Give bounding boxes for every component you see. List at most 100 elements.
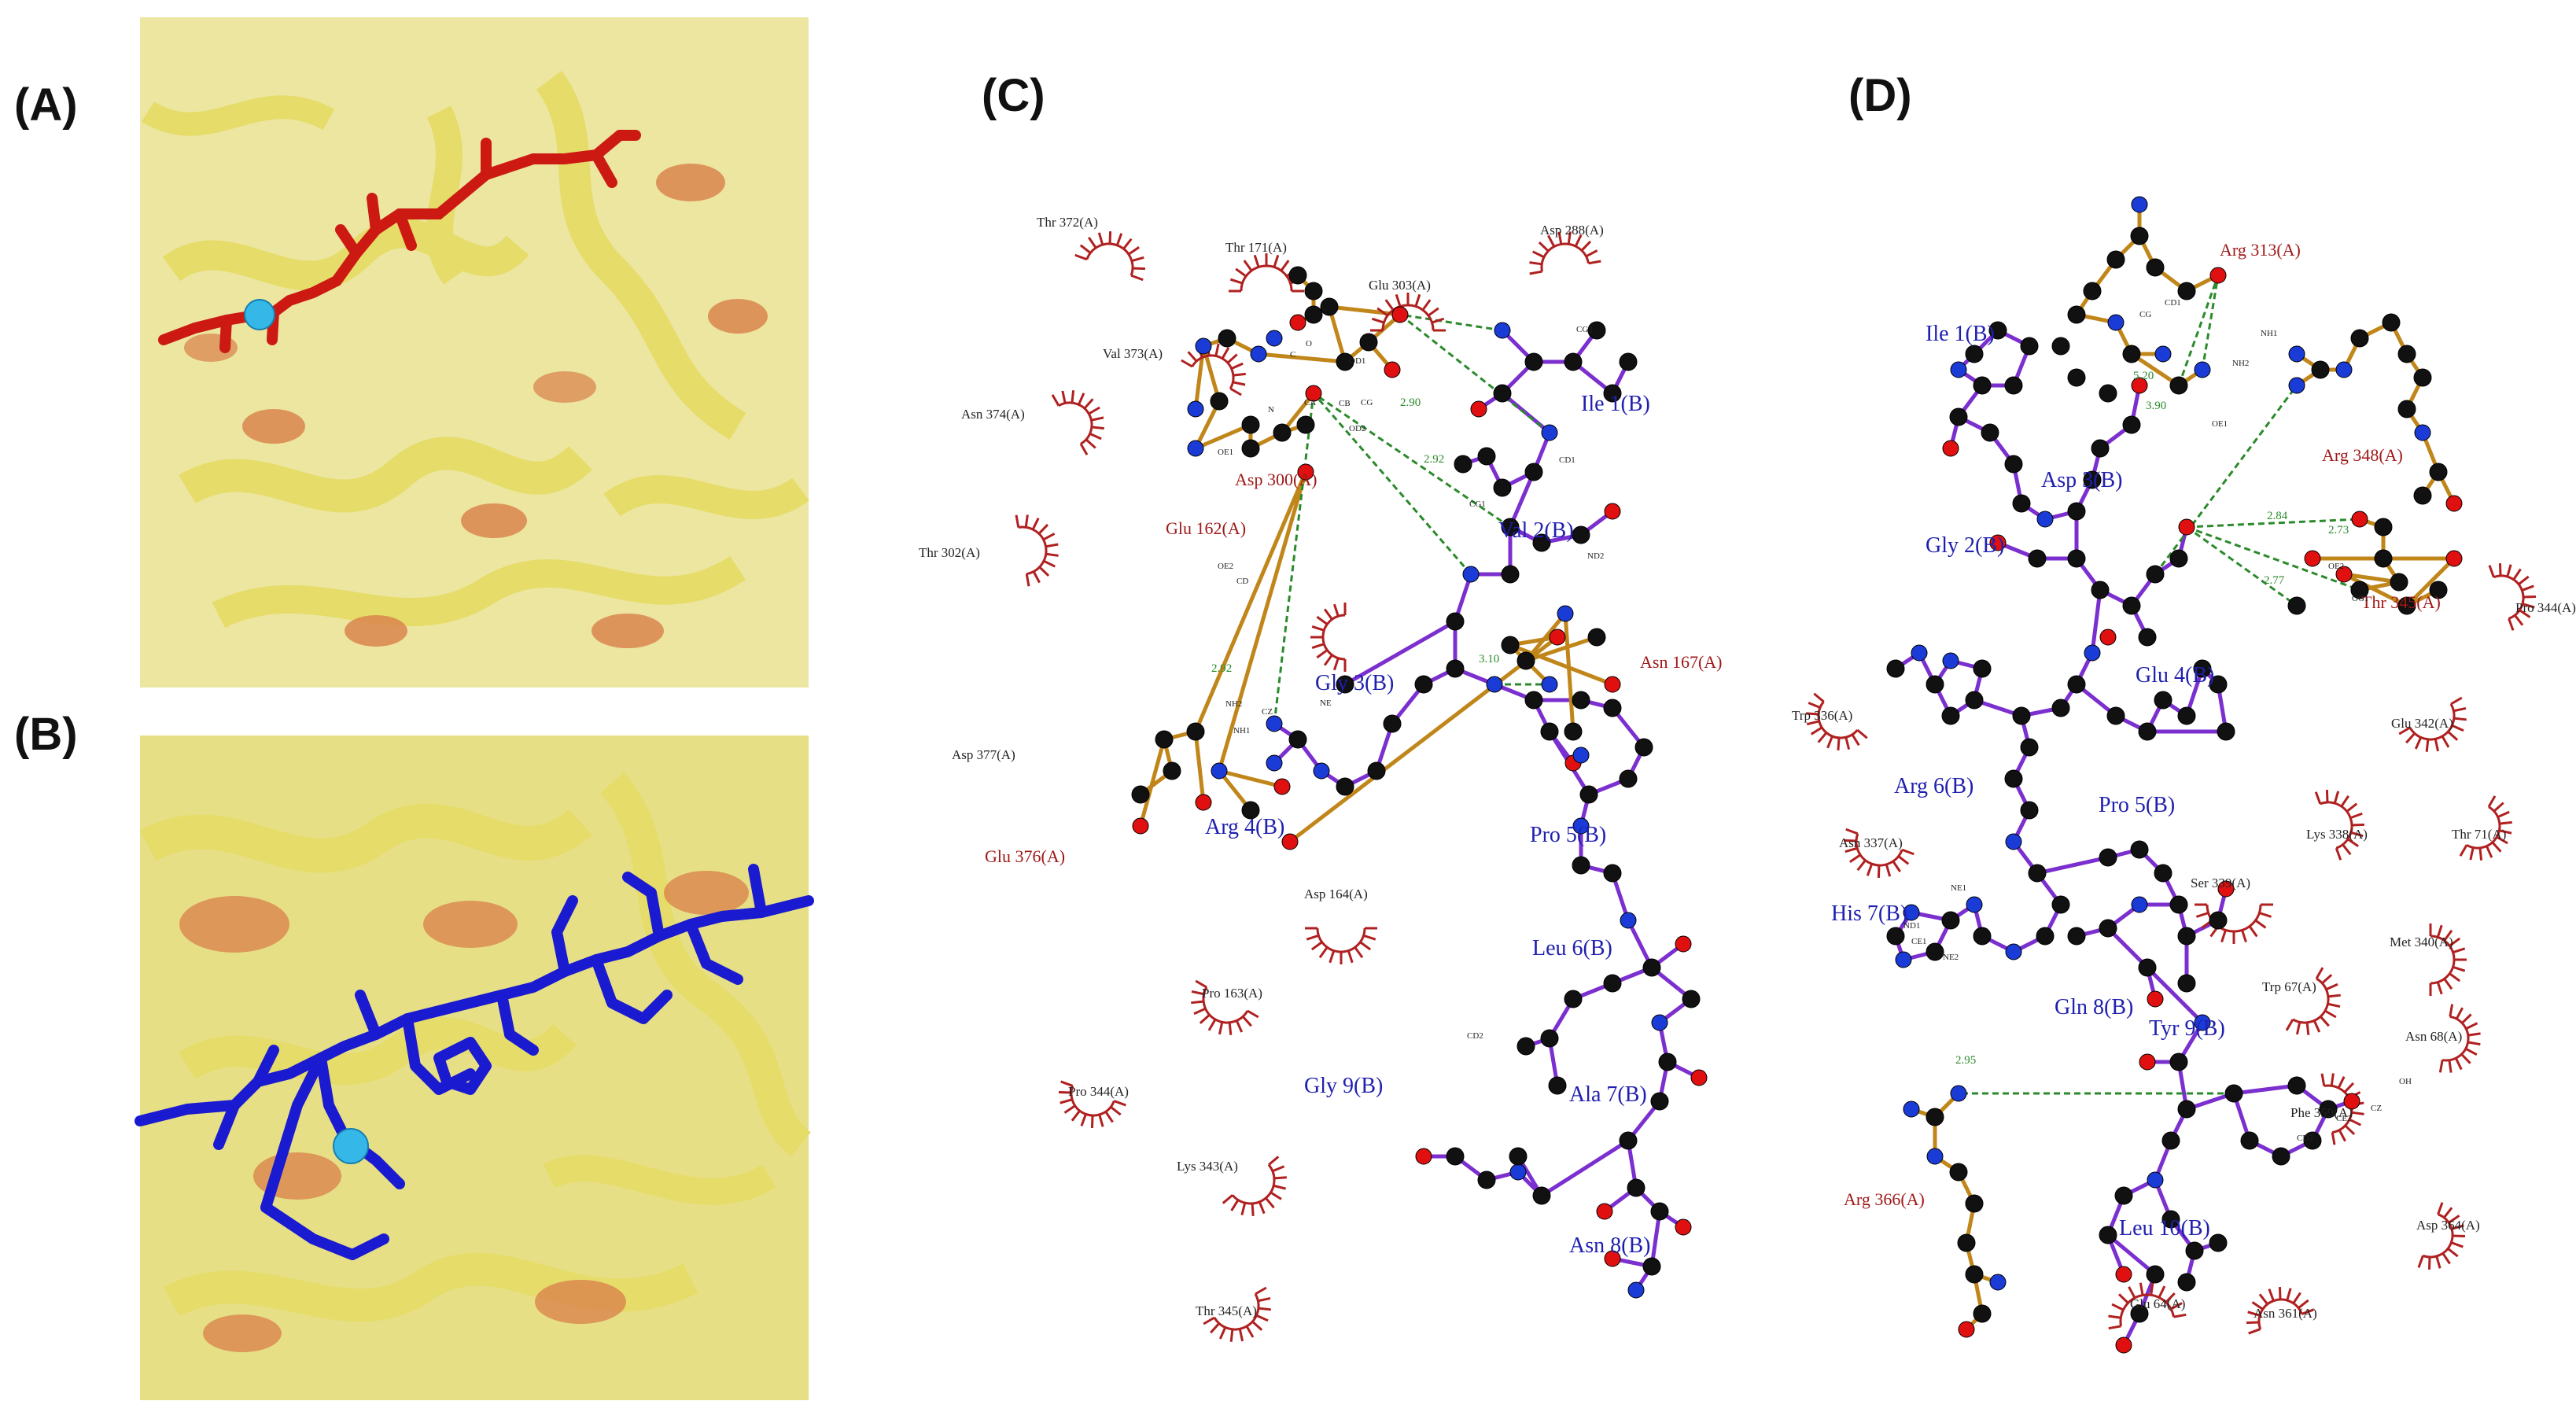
d-residue-label: Arg 348(A) (2322, 445, 2403, 465)
carbon-atom (2169, 376, 2188, 395)
panel-b-label: (B) (14, 709, 78, 760)
nitrogen-atom (1250, 345, 1267, 363)
hydrophobic-arc-spoke (2459, 844, 2468, 857)
carbon-atom (1446, 612, 1465, 631)
carbon-atom (2106, 706, 2125, 725)
hydrophobic-arc-spoke (2248, 925, 2258, 938)
panel-b-ligand-blue (135, 864, 814, 1260)
hydrophobic-arc-spoke (2448, 1215, 2460, 1224)
hydrophobic-contact-arc (2459, 795, 2512, 861)
nitrogen-atom (2084, 644, 2101, 662)
hydrophobic-arc-spoke (1567, 231, 1572, 245)
hydrophobic-arc-spoke (2461, 1013, 2472, 1024)
hydrophobic-arc-spoke (1265, 1197, 1275, 1209)
panel-d-interaction-diagram: Pro 344(A) Trp 336(A) Glu 342(A) Asn 337… (1792, 196, 2576, 1354)
hydrophobic-arc-spoke (1557, 231, 1563, 245)
hydrophobic-arc-curve (1321, 614, 1346, 661)
carbon-atom (2036, 927, 2055, 946)
d-hydro-label: Thr 71(A) (2452, 827, 2506, 842)
nitrogen-atom (2414, 424, 2431, 441)
hydrogen-bond (1273, 393, 1315, 724)
carbon-atom (2193, 659, 2212, 678)
hydrophobic-arc-spoke (2436, 924, 2443, 938)
hydrophobic-contact-arc (1051, 390, 1104, 455)
panel-a-metal-ion (244, 299, 275, 330)
carbon-atom (2146, 258, 2165, 277)
hydrophobic-arc-curve (1316, 927, 1366, 953)
covalent-bond (2343, 572, 2400, 584)
c-hbond-distance: 2.92 (1211, 662, 1232, 675)
oxygen-atom (2445, 550, 2463, 567)
carbon-atom (2012, 494, 2031, 513)
hydrophobic-arc-spoke (1376, 307, 1388, 317)
hydrophobic-arc-spoke (1538, 241, 1550, 253)
hydrophobic-arc-spoke (2434, 739, 2440, 752)
hydrophobic-arc-spoke (1845, 828, 1859, 835)
hydrophobic-arc-spoke (2170, 1302, 2183, 1311)
hydrogen-bond (2154, 385, 2298, 575)
covalent-bond (1327, 306, 1347, 363)
hydrophobic-arc-spoke (2506, 564, 2512, 577)
hydrophobic-arc-spoke (2491, 841, 2502, 853)
carbon-atom (2130, 1304, 2149, 1323)
hydrophobic-arc-spoke (2522, 603, 2535, 609)
carbon-atom (1973, 376, 1992, 395)
hydrophobic-arc-spoke (1255, 1314, 1269, 1322)
carbon-atom (2122, 345, 2141, 363)
panel-b-metal-ion (333, 1128, 369, 1164)
hydrophobic-arc-spoke (2451, 1224, 2464, 1230)
c-atom-label: NH1 (1233, 726, 1250, 735)
hydrophobic-arc-curve (1070, 1085, 1115, 1117)
carbon-atom (1965, 1194, 1984, 1213)
nitrogen-atom (1187, 400, 1204, 418)
c-atom-label: NH2 (1225, 699, 1242, 709)
carbon-atom (1926, 675, 1944, 694)
c-hydro-label: Val 373(A) (1103, 346, 1163, 361)
c-hydro-label: Thr 345(A) (1196, 1303, 1257, 1318)
carbon-atom (2217, 722, 2235, 741)
carbon-atom (1627, 1178, 1645, 1197)
hydrophobic-arc-spoke (2455, 1007, 2464, 1019)
d-ligand-label: Gly 2(B) (1926, 533, 2004, 558)
d-atom-label: CZ (2371, 1104, 2382, 1113)
nitrogen-atom (1313, 762, 1330, 780)
carbon-atom (1603, 864, 1622, 883)
hydrophobic-arc-spoke (2128, 1286, 2136, 1299)
hydrophobic-arc-spoke (2195, 912, 2209, 918)
carbon-atom (1650, 1092, 1669, 1111)
c-hbond-distance: 2.90 (1400, 396, 1421, 409)
hydrophobic-arc-spoke (1251, 1320, 1263, 1331)
carbon-atom (2138, 958, 2157, 977)
hydrogen-bond (2201, 275, 2220, 371)
hydrophobic-arc-spoke (1323, 608, 1333, 621)
oxygen-atom (1384, 361, 1401, 378)
hydrophobic-arc-spoke (2521, 584, 2534, 592)
carbon-atom (2051, 895, 2070, 914)
hydrophobic-arc-spoke (2443, 929, 2453, 942)
hydrophobic-arc-spoke (1032, 570, 1041, 584)
hydrophobic-arc-spoke (1226, 353, 1238, 364)
covalent-bond (2130, 352, 2180, 388)
nitrogen-atom (1541, 424, 1558, 441)
carbon-atom (1493, 478, 1512, 497)
hydrophobic-arc-spoke (2443, 1207, 2453, 1218)
hydrophobic-arc-spoke (1817, 732, 1828, 743)
c-hbond-distance: 3.10 (1479, 653, 1499, 665)
covalent-bond (1508, 471, 1536, 528)
oxygen-atom (2217, 880, 2235, 898)
carbon-atom (2067, 305, 2086, 324)
carbon-atom (2067, 927, 2086, 946)
hydrophobic-arc-spoke (2486, 845, 2493, 858)
hydrophobic-arc-spoke (1395, 293, 1402, 308)
hydrophobic-arc-spoke (1045, 543, 1059, 548)
hydrophobic-arc-spoke (1384, 299, 1395, 311)
carbon-atom (1532, 1186, 1551, 1205)
hydrophobic-arc-spoke (1311, 625, 1325, 632)
c-atom-label: OD1 (1349, 356, 1365, 366)
carbon-atom (1509, 1147, 1528, 1166)
d-atom-label: CD2 (2297, 1134, 2313, 1143)
hydrophobic-arc-spoke (2327, 994, 2341, 998)
panel-b-svg (135, 735, 814, 1400)
carbon-atom (1973, 1304, 1992, 1323)
d-atom-label: OE2 (2328, 562, 2344, 571)
